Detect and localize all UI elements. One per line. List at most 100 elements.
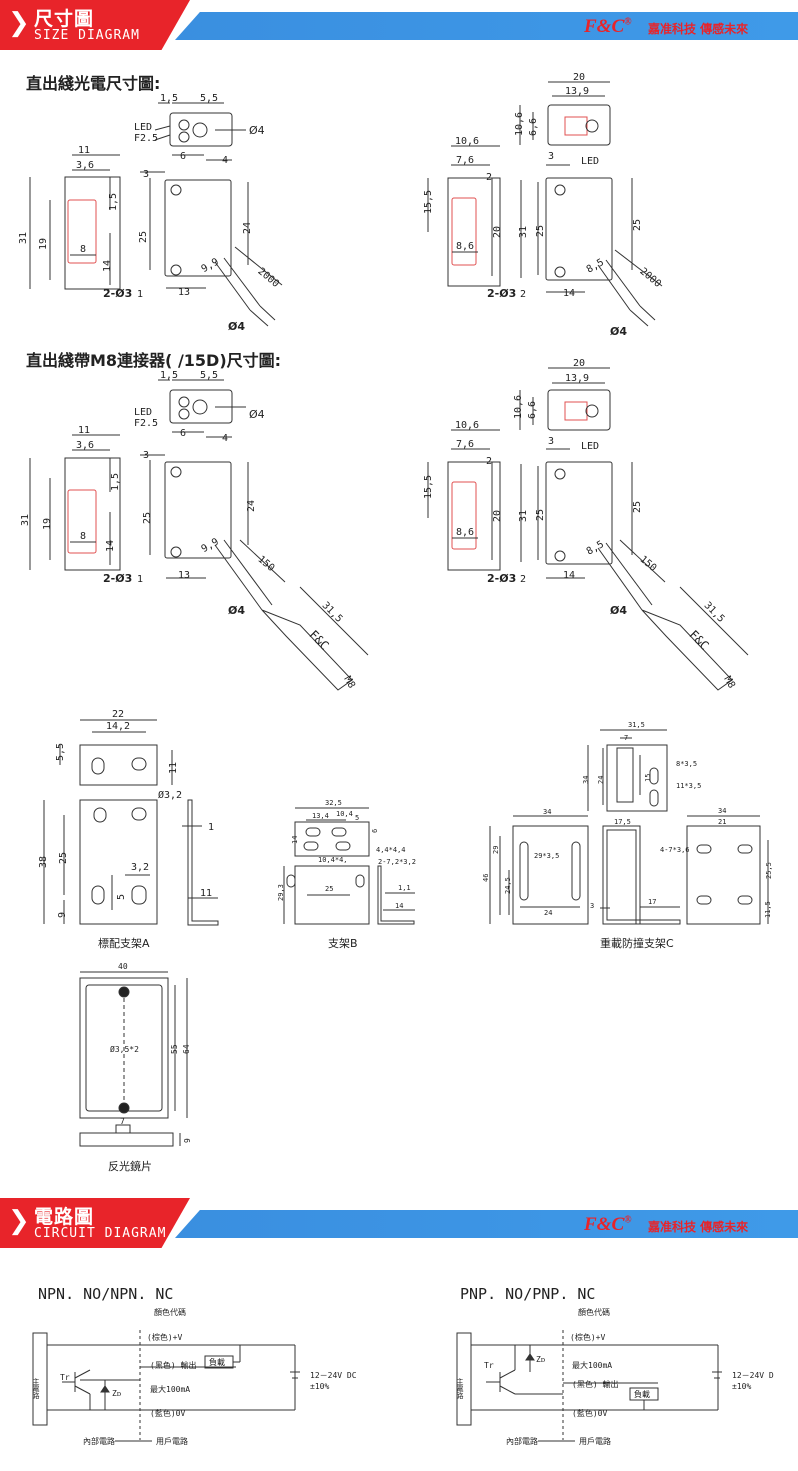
npn-supply: 12－24V DC <box>310 1371 357 1380</box>
npn-output: (黑色) 輸出 <box>150 1360 196 1370</box>
holes-label: 2-Ø3 <box>487 572 516 585</box>
dim-text: 2-7,2*3,2 <box>378 858 416 866</box>
dim-text: 17,5 <box>614 818 631 826</box>
dim-text: 7,6 <box>456 439 474 450</box>
holes-label: 2-Ø3 <box>103 572 132 585</box>
banner-blue-bar <box>175 12 798 40</box>
dim-text: 20 <box>492 226 503 238</box>
bracket-a-drawing <box>43 719 219 926</box>
m8-label: M8 <box>721 675 737 691</box>
dim-text: 10,6 <box>455 420 479 431</box>
dim-text: 31 <box>18 232 29 244</box>
dim-text: 8*3,5 <box>676 760 697 768</box>
dim-text: 14,2 <box>106 721 130 732</box>
section-title-m8-connector: 直出綫帶M8連接器( /15D)尺寸圖: <box>26 351 282 370</box>
dim-text: 21 <box>718 818 726 826</box>
pnp-zero-v: (藍色)0V <box>572 1408 607 1418</box>
dim-text: 1,5 <box>160 370 178 381</box>
dim-text: 1 <box>208 822 214 833</box>
npn-main-circuit: 主電路 <box>32 1377 40 1400</box>
caption-bracket-c: 重載防撞支架C <box>600 936 674 950</box>
dim-text: 3,6 <box>76 440 94 451</box>
dim-text: 14 <box>563 288 575 299</box>
dim-text: 24 <box>246 500 257 512</box>
dim-text: 31,5 <box>628 721 645 729</box>
dim-text: Ø3,5*2 <box>110 1044 139 1054</box>
caption-reflector: 反光鏡片 <box>108 1159 152 1173</box>
phi4-cable-label: Ø4 <box>228 320 245 333</box>
dim-text: 19 <box>42 518 53 530</box>
banner-subtitle: SIZE DIAGRAM <box>34 28 140 43</box>
dim-text: 11,5 <box>764 901 772 918</box>
npn-v-plus: (棕色)+V <box>147 1332 182 1342</box>
dim-text: 25 <box>138 231 149 243</box>
dim-text: 25 <box>58 852 69 864</box>
pnp-tolerance: ±10% <box>732 1382 751 1391</box>
dim-text: 14 <box>563 570 575 581</box>
pnp-wire-header: 顏色代碼 <box>578 1307 610 1317</box>
phi4-cable-label: Ø4 <box>610 604 627 617</box>
dim-text: 5 <box>116 894 127 900</box>
dim-text: 5,5 <box>200 370 218 381</box>
dim-text: 25 <box>632 501 643 513</box>
dim-text: 4-7*3,6 <box>660 846 690 854</box>
sensor-left-drawing <box>29 102 283 327</box>
phi4-cable-label: Ø4 <box>228 604 245 617</box>
section-title-straight-cable: 直出綫光電尺寸圖: <box>26 74 161 93</box>
dim-text: 6 <box>180 428 186 439</box>
dim-text: 15,5 <box>423 190 434 214</box>
pnp-user: 用戶電路 <box>579 1436 611 1446</box>
hole-number: 1 <box>137 289 143 300</box>
dim-text: 14 <box>102 260 113 272</box>
dim-text: 5,5 <box>200 93 218 104</box>
dim-text: 24,5 <box>504 877 512 894</box>
hole-number: 1 <box>137 574 143 585</box>
npn-tr: Tr <box>60 1373 70 1382</box>
npn-tolerance: ±10% <box>310 1382 329 1391</box>
led-label: LED <box>581 441 599 452</box>
dim-text: 10,6 <box>514 112 525 136</box>
dim-text: 6 <box>180 151 186 162</box>
dim-text: 1,5 <box>110 473 121 491</box>
dim-text: 25 <box>535 509 546 521</box>
brand-logo: F&C® <box>584 1214 632 1235</box>
size-diagram-banner: ❯ 尺寸圖 SIZE DIAGRAM F&C® 嘉准科技 傳感未來 <box>0 0 798 50</box>
dim-text: 10,4*4, <box>318 856 348 864</box>
sensor-right-drawing <box>427 81 663 327</box>
f25-label: F2.5 <box>134 133 158 144</box>
dim-text: 34 <box>718 807 726 815</box>
banner-title: 電路圖 <box>34 1206 95 1228</box>
dim-text: 34 <box>543 808 551 816</box>
npn-circuit <box>32 1330 300 1442</box>
f25-label: F2.5 <box>134 418 158 429</box>
dim-text: 46 <box>482 874 490 882</box>
dim-text: 3 <box>548 436 554 447</box>
dim-text: 9 <box>57 912 68 918</box>
dim-text: 11 <box>200 888 212 899</box>
dim-text: 2 <box>486 456 492 467</box>
brand-logo: F&C® <box>584 16 632 37</box>
caption-bracket-b: 支架B <box>328 937 358 950</box>
dim-text: 3 <box>548 151 554 162</box>
led-label: LED <box>581 156 599 167</box>
pnp-tr: Tr <box>484 1361 494 1370</box>
dim-text: 7,6 <box>456 155 474 166</box>
npn-internal: 內部電路 <box>83 1436 115 1446</box>
pnp-labels: PNP. NO/PNP. NC 顏色代碼 (棕色)+V 最大100mA (黑色)… <box>456 1285 774 1446</box>
banner-red-block <box>0 1198 190 1248</box>
chevron-right-icon: ❯ <box>8 1206 30 1236</box>
dim-text: 4 <box>222 433 228 444</box>
dim-text: 40 <box>118 962 128 971</box>
dim-text: 29,3 <box>277 884 285 901</box>
bracket-c-drawing <box>489 729 769 925</box>
dim-text: 20 <box>492 510 503 522</box>
dim-text: 3 <box>143 169 149 180</box>
dim-text: 55 <box>170 1044 179 1054</box>
phi4-label: Ø4 <box>249 408 265 421</box>
pnp-zd: Zᴅ <box>536 1355 545 1364</box>
banner-subtitle: CIRCUIT DIAGRAM <box>34 1226 167 1241</box>
led-label: LED <box>134 407 152 418</box>
dim-text: 5,5 <box>55 743 66 761</box>
dim-text: 4 <box>222 155 228 166</box>
pnp-title: PNP. NO/PNP. NC <box>460 1285 595 1303</box>
